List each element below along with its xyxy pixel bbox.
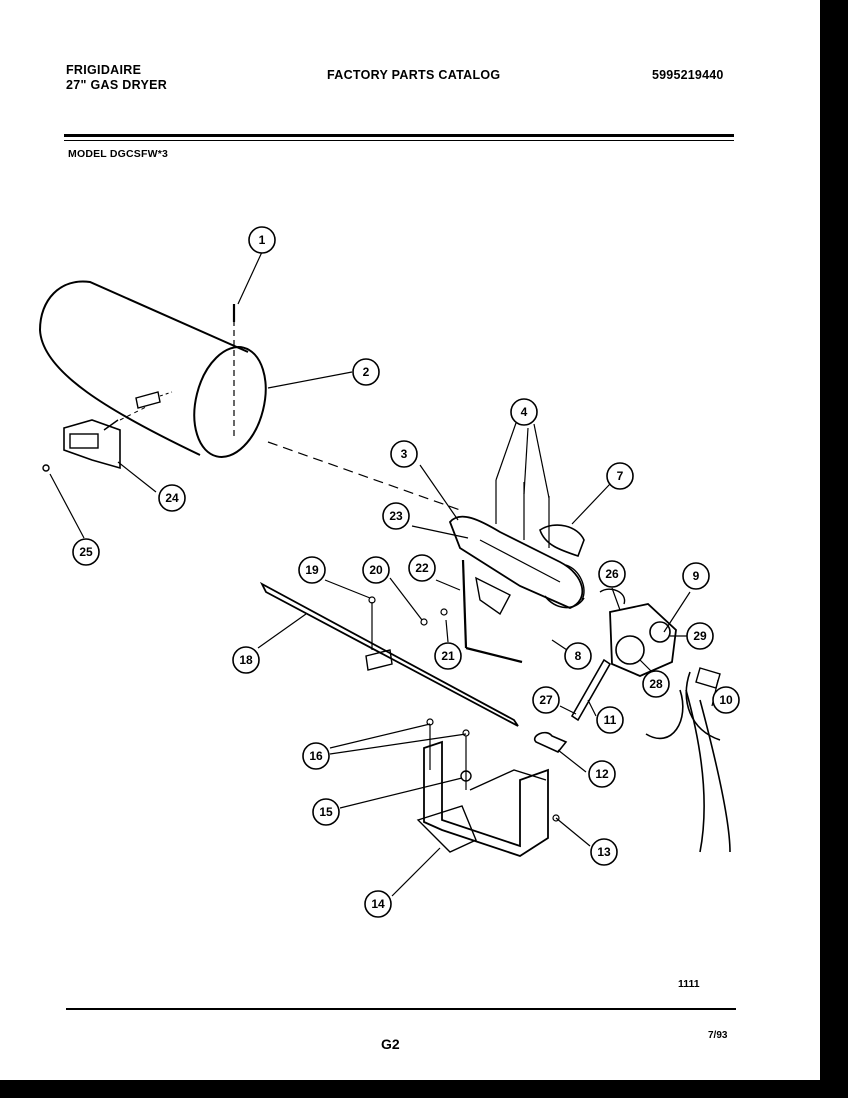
revision-date: 7/93 bbox=[708, 1030, 728, 1041]
callout-24-label: 24 bbox=[165, 491, 179, 505]
callout-14: 14 bbox=[364, 890, 392, 918]
callout-1: 1 bbox=[248, 226, 276, 254]
callout-18: 18 bbox=[232, 646, 260, 674]
figure-code: 1111 bbox=[678, 978, 700, 990]
header-rule-thin bbox=[64, 140, 734, 141]
brand-name: FRIGIDAIRE bbox=[66, 63, 142, 77]
callout-20-label: 20 bbox=[369, 563, 383, 577]
drum-light-assembly bbox=[42, 405, 149, 472]
callout-group: 1 2 3 4 7 23 24 25 19 20 22 26 9 18 21 8… bbox=[72, 226, 740, 918]
callout-16: 16 bbox=[302, 742, 330, 770]
callout-26-label: 26 bbox=[605, 567, 619, 581]
callout-19: 19 bbox=[298, 556, 326, 584]
drum-part bbox=[39, 280, 267, 458]
brand-block: FRIGIDAIRE 27" GAS DRYER bbox=[66, 63, 167, 93]
callout-10: 10 bbox=[712, 686, 740, 714]
callout-22: 22 bbox=[408, 554, 436, 582]
callout-16-label: 16 bbox=[309, 749, 323, 763]
callout-4: 4 bbox=[510, 398, 538, 426]
callout-21-label: 21 bbox=[441, 649, 455, 663]
callout-29: 29 bbox=[686, 622, 714, 650]
burner-assembly-part bbox=[448, 480, 585, 609]
callout-9: 9 bbox=[682, 562, 710, 590]
callout-22-label: 22 bbox=[415, 561, 429, 575]
callout-3: 3 bbox=[390, 440, 418, 468]
callout-19-label: 19 bbox=[305, 563, 319, 577]
callout-7: 7 bbox=[606, 462, 634, 490]
igniter-part bbox=[420, 559, 523, 664]
callout-28-label: 28 bbox=[649, 677, 663, 691]
callout-8-label: 8 bbox=[575, 649, 582, 663]
callout-12-label: 12 bbox=[595, 767, 609, 781]
catalog-title: FACTORY PARTS CATALOG bbox=[327, 68, 501, 82]
callout-4-label: 4 bbox=[521, 405, 528, 419]
callout-26: 26 bbox=[598, 560, 626, 588]
callout-29-label: 29 bbox=[693, 629, 707, 643]
model-number: MODEL DGCSFW*3 bbox=[68, 148, 169, 160]
orifice-pipe-part bbox=[533, 658, 612, 753]
wiring-harness-part bbox=[645, 667, 731, 853]
callout-23-label: 23 bbox=[389, 509, 403, 523]
callout-23: 23 bbox=[382, 502, 410, 530]
callout-10-label: 10 bbox=[719, 693, 733, 707]
callout-9-label: 9 bbox=[693, 569, 700, 583]
parts-catalog-page: FRIGIDAIRE 27" GAS DRYER FACTORY PARTS C… bbox=[0, 0, 820, 1080]
callout-24: 24 bbox=[158, 484, 186, 512]
callout-27: 27 bbox=[532, 686, 560, 714]
callout-13: 13 bbox=[590, 838, 618, 866]
burner-tube-part bbox=[259, 581, 519, 727]
footer-rule bbox=[66, 1008, 736, 1010]
callout-11-label: 11 bbox=[604, 713, 617, 727]
callout-25-label: 25 bbox=[79, 545, 93, 559]
header-rule-thick bbox=[64, 134, 734, 137]
catalog-number: 5995219440 bbox=[652, 68, 724, 82]
page-label: G2 bbox=[381, 1036, 400, 1052]
callout-15: 15 bbox=[312, 798, 340, 826]
callout-27-label: 27 bbox=[539, 693, 553, 707]
callout-20: 20 bbox=[362, 556, 390, 584]
callout-15-label: 15 bbox=[319, 805, 333, 819]
callout-21: 21 bbox=[434, 642, 462, 670]
valve-bracket-part bbox=[416, 718, 560, 857]
exploded-parts-diagram: 1 2 3 4 7 23 24 25 19 20 22 26 9 18 21 8… bbox=[39, 226, 740, 918]
leader-lines bbox=[49, 251, 719, 897]
callout-8: 8 bbox=[564, 642, 592, 670]
alignment-line bbox=[267, 441, 461, 511]
callout-3-label: 3 bbox=[401, 447, 408, 461]
product-name: 27" GAS DRYER bbox=[66, 78, 168, 92]
callout-12: 12 bbox=[588, 760, 616, 788]
gas-valve-part bbox=[599, 588, 677, 677]
callout-11: 11 bbox=[596, 706, 624, 734]
callout-1-label: 1 bbox=[259, 233, 266, 247]
callout-18-label: 18 bbox=[239, 653, 253, 667]
callout-2-label: 2 bbox=[363, 365, 370, 379]
callout-7-label: 7 bbox=[617, 469, 624, 483]
callout-28: 28 bbox=[642, 670, 670, 698]
callout-14-label: 14 bbox=[371, 897, 385, 911]
callout-25: 25 bbox=[72, 538, 100, 566]
callout-13-label: 13 bbox=[597, 845, 611, 859]
callout-2: 2 bbox=[352, 358, 380, 386]
